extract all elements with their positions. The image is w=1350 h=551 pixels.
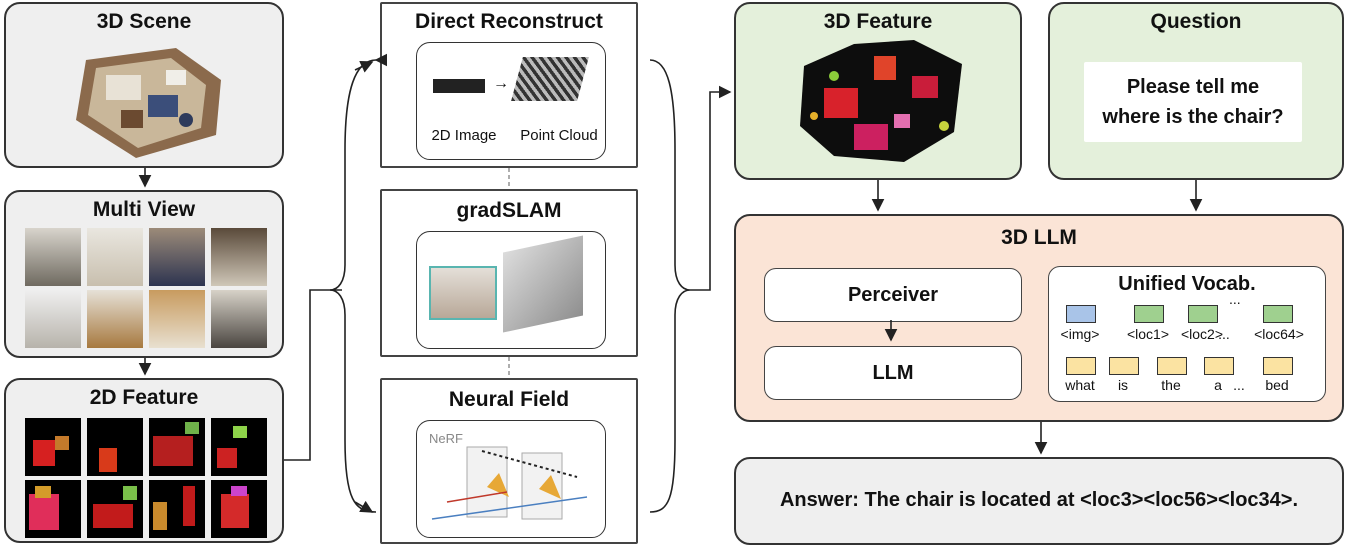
token-the	[1157, 357, 1187, 375]
feature-thumb	[211, 418, 267, 476]
vocab-title: Unified Vocab.	[1118, 273, 1256, 295]
feature-thumb	[87, 418, 143, 476]
nerf-tag: NeRF	[429, 431, 463, 446]
vocab-label-loc64: <loc64>	[1254, 326, 1304, 342]
feature-thumb	[87, 480, 143, 538]
view-thumb	[87, 228, 143, 286]
vocab-label-the: the	[1161, 377, 1181, 393]
question-line-1: Please tell me	[1126, 76, 1260, 98]
token-loc1	[1134, 305, 1164, 323]
token-loc2	[1188, 305, 1218, 323]
view-thumb	[149, 290, 205, 348]
direct-reconstruct-figure: → 2D Image Point Cloud	[416, 42, 606, 160]
feature3d-pointcloud	[800, 40, 962, 162]
feature3d-title: 3D Feature	[823, 10, 933, 33]
token-a	[1204, 357, 1234, 375]
perceiver-label: Perceiver	[847, 284, 939, 306]
llm3d-panel: 3D LLM Perceiver LLM Unified Vocab. ... …	[734, 214, 1344, 422]
view-thumb	[211, 228, 267, 286]
feature3d-panel: 3D Feature	[734, 2, 1022, 180]
answer-panel: Answer: The chair is located at <loc3><l…	[734, 457, 1344, 545]
scene-title: 3D Scene	[96, 10, 192, 33]
feature-thumb	[149, 480, 205, 538]
vocab-label-loc1: <loc1>	[1126, 326, 1170, 342]
scene-panel: 3D Scene	[4, 2, 284, 168]
direct-label-image: 2D Image	[431, 127, 497, 144]
token-is	[1109, 357, 1139, 375]
vocab-label-img: <img>	[1060, 326, 1100, 342]
vocab-label-bed: bed	[1265, 377, 1289, 393]
feature-thumb	[25, 418, 81, 476]
feature2d-title: 2D Feature	[89, 386, 199, 409]
question-title: Question	[1150, 10, 1242, 33]
vocab-label-a: a	[1214, 377, 1222, 393]
view-thumb	[25, 228, 81, 286]
multiview-title: Multi View	[92, 198, 196, 221]
neural-field-figure: NeRF	[416, 420, 606, 538]
arrow-right-icon: →	[493, 75, 509, 92]
question-panel: Question Please tell me where is the cha…	[1048, 2, 1344, 180]
token-bed	[1263, 357, 1293, 375]
neural-field-stage: Neural Field NeRF	[380, 378, 638, 544]
vocab-label-ellipsis: ...	[1218, 326, 1230, 342]
llm-label: LLM	[872, 362, 914, 384]
scene-3d-image	[76, 48, 221, 158]
perceiver-box: Perceiver	[764, 268, 1022, 322]
token-ellipsis-top: ...	[1229, 291, 1241, 307]
vocab-label-is: is	[1117, 377, 1129, 393]
feature2d-panel: 2D Feature	[4, 378, 284, 543]
token-loc64	[1263, 305, 1293, 323]
room-photo-thumb	[429, 266, 497, 320]
llm3d-title: 3D LLM	[1001, 226, 1077, 249]
direct-label-cloud: Point Cloud	[520, 127, 598, 144]
2d-image-thumb	[433, 79, 485, 93]
question-box: Please tell me where is the chair?	[1084, 62, 1302, 142]
view-thumb	[149, 228, 205, 286]
multiview-panel: Multi View	[4, 190, 284, 358]
token-img	[1066, 305, 1096, 323]
gradslam-title: gradSLAM	[456, 199, 562, 222]
vocab-label-ellipsis-2: ...	[1233, 377, 1245, 393]
answer-text: Answer: The chair is located at <loc3><l…	[779, 489, 1299, 511]
vocab-label-loc2: <loc2>	[1180, 326, 1224, 342]
vocab-label-what: what	[1065, 377, 1095, 393]
direct-reconstruct-stage: Direct Reconstruct → 2D Image Point Clou…	[380, 2, 638, 168]
question-line-2: where is the chair?	[1102, 106, 1284, 128]
nerf-diagram	[431, 446, 588, 520]
gradslam-figure	[416, 231, 606, 349]
token-what	[1066, 357, 1096, 375]
view-thumb	[211, 290, 267, 348]
neural-field-title: Neural Field	[448, 388, 570, 411]
direct-reconstruct-title: Direct Reconstruct	[415, 10, 603, 33]
view-thumb	[87, 290, 143, 348]
feature-thumb	[25, 480, 81, 538]
feature-thumb	[211, 480, 267, 538]
llm-box: LLM	[764, 346, 1022, 400]
vocab-box: Unified Vocab. ... <img> <loc1> <loc2> .…	[1048, 266, 1326, 402]
gradslam-stage: gradSLAM	[380, 189, 638, 357]
view-thumb	[25, 290, 81, 348]
feature-thumb	[149, 418, 205, 476]
